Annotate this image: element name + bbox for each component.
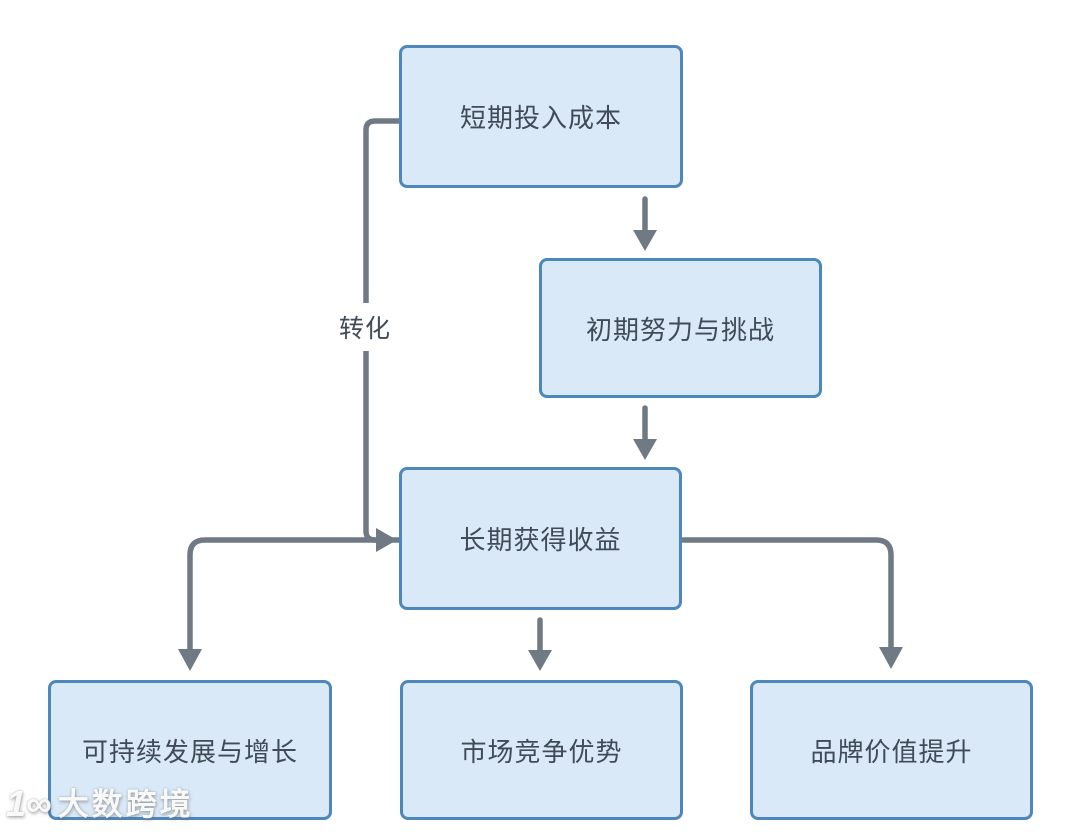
node-label: 品牌价值提升 [810,736,973,767]
node-sustainable-growth: 可持续发展与增长 [48,680,332,820]
node-long-term-gain: 长期获得收益 [399,467,682,610]
connector-effort-to-gain [633,405,657,460]
node-label: 市场竞争优势 [460,736,623,767]
node-initial-effort: 初期努力与挑战 [539,258,822,398]
connector-gain-to-advantage [528,617,552,671]
node-market-advantage: 市场竞争优势 [400,680,683,820]
connector-cost-to-effort [633,196,657,251]
node-label: 长期获得收益 [459,525,622,555]
node-label: 初期努力与挑战 [585,314,775,345]
node-brand-value: 品牌价值提升 [750,680,1033,820]
connector-gain-to-growth [178,537,403,671]
edge-label-conversion: 转化 [332,303,398,351]
node-label: 短期投入成本 [459,103,622,133]
node-short-term-cost: 短期投入成本 [399,45,683,188]
node-label: 可持续发展与增长 [81,736,298,767]
connector-gain-to-brand [678,537,903,669]
